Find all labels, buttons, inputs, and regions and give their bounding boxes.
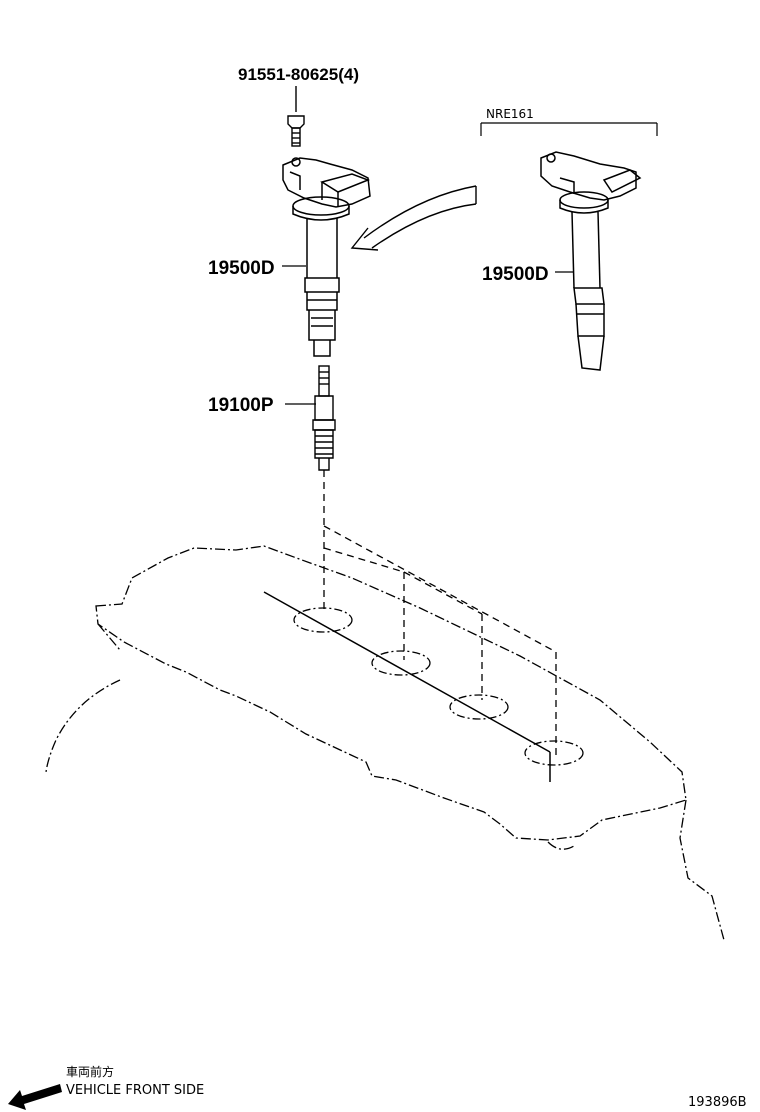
cylinder-centerline [263,591,551,753]
spark-plug [312,365,336,471]
spark-plug-bores [293,607,584,766]
coil-main-part-number: 19500D [208,258,275,279]
ignition-coil-main [282,157,371,357]
variant-label: NRE161 [486,107,534,121]
arrow-left-down-icon [8,1084,62,1110]
alignment-guides [323,470,557,760]
front-indicator-english: VEHICLE FRONT SIDE [66,1083,204,1098]
front-indicator-japanese: 車両前方 [66,1064,114,1079]
variant-bracket [480,122,658,136]
cylinder-head-cover [45,545,725,941]
curved-arrow-icon [350,185,477,251]
bolt-drawing [287,86,305,147]
bolt-part-number: 91551-80625(4) [238,65,359,84]
spark-plug-part-number: 19100P [208,395,274,416]
ignition-coil-variant [540,151,642,371]
diagram-code: 193896B [688,1095,747,1110]
coil-variant-part-number: 19500D [482,264,549,285]
